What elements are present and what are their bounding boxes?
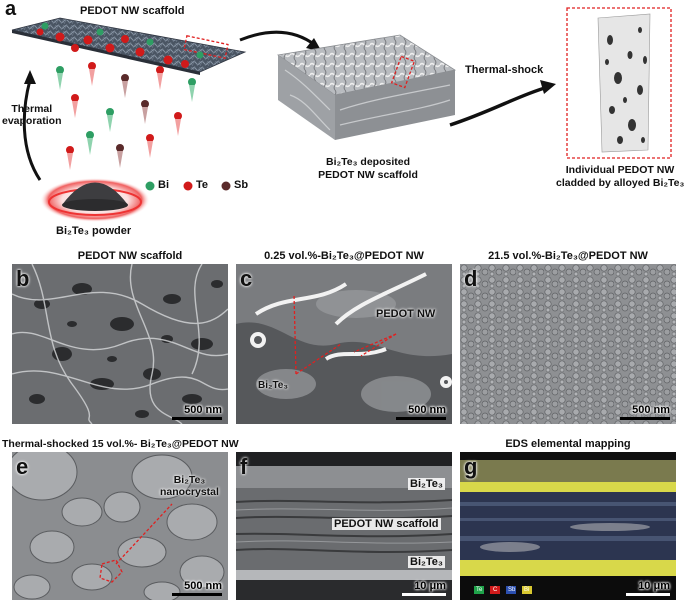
- panel-g-letter: g: [464, 454, 478, 479]
- legend-te: Te: [196, 179, 209, 191]
- panel-e-nc-line1: Bi₂Te₃: [173, 474, 206, 486]
- scaffold-title: PEDOT NW scaffold: [80, 5, 185, 17]
- panel-d-scalebar: 500 nm: [620, 404, 670, 420]
- individual-line1: Individual PEDOT NW: [565, 164, 675, 176]
- panel-b-scale-label: 500 nm: [184, 404, 222, 416]
- panel-e-image: e Bi₂Te₃ nanocrystal 500 nm: [12, 452, 228, 600]
- panel-g-scale-label: 10 μm: [638, 580, 670, 592]
- panel-f-scale-label: 10 μm: [414, 580, 446, 592]
- individual-nw-label: Individual PEDOT NW cladded by alloyed B…: [556, 164, 684, 190]
- panel-c-scale-label: 500 nm: [408, 404, 446, 416]
- legend-bi: Bi: [158, 179, 169, 191]
- panel-g-scalebar: 10 μm: [626, 580, 670, 596]
- panel-c-scalebar: 500 nm: [396, 404, 446, 420]
- legend-sb: Sb: [234, 179, 249, 191]
- deposited-line1: Bi₂Te₃ deposited: [326, 156, 410, 168]
- panel-a-letter: a: [5, 0, 17, 20]
- panel-g-title: EDS elemental mapping: [505, 438, 631, 450]
- panel-c-letter: c: [240, 266, 253, 291]
- panel-d-letter: d: [464, 266, 478, 291]
- panel-d-image: d 500 nm: [460, 264, 676, 424]
- deposited-label: Bi₂Te₃ deposited PEDOT NW scaffold: [308, 156, 428, 182]
- panel-g-texture: [460, 452, 676, 600]
- panel-e-scalebar: 500 nm: [172, 580, 222, 596]
- panel-e-scale-label: 500 nm: [184, 580, 222, 592]
- legend-te-g: Te: [476, 587, 483, 593]
- panel-f-image: f Bi₂Te₃ PEDOT NW scaffold Bi₂Te₃ 10 μm: [236, 452, 452, 600]
- panel-f-letter: f: [240, 454, 248, 479]
- powder-label: Bi₂Te₃ powder: [56, 225, 132, 237]
- panel-a-schematic: [11, 7, 672, 222]
- panel-e-texture: [12, 452, 228, 600]
- panel-b-texture: [12, 264, 228, 424]
- legend-sb-g: Sb: [508, 587, 516, 593]
- panel-d-title: 21.5 vol.%-Bi₂Te₃@PEDOT NW: [488, 250, 648, 262]
- panel-b-title: PEDOT NW scaffold: [77, 250, 183, 262]
- deposited-line2: PEDOT NW scaffold: [318, 169, 418, 181]
- thermal-shock-label: Thermal-shock: [465, 64, 544, 76]
- panel-e-letter: e: [16, 454, 29, 479]
- panel-d-scale-label: 500 nm: [632, 404, 670, 416]
- panel-b-letter: b: [16, 266, 30, 291]
- thermal-label-line1: Thermal: [11, 103, 53, 115]
- panel-e-title: Thermal-shocked 15 vol.%- Bi₂Te₃@PEDOT N…: [2, 438, 239, 450]
- panel-f-top-label: Bi₂Te₃: [408, 478, 445, 490]
- panel-b-scalebar: 500 nm: [172, 404, 222, 420]
- panel-e-nc-label: Bi₂Te₃ nanocrystal: [160, 474, 219, 498]
- panel-d-texture: [460, 264, 676, 424]
- individual-line2: cladded by alloyed Bi₂Te₃: [556, 177, 685, 189]
- panel-c-texture: [236, 264, 452, 424]
- panel-c-nw-label: PEDOT NW: [376, 308, 436, 320]
- panel-f-scalebar: 10 μm: [402, 580, 446, 596]
- legend-bi-g: Bi: [524, 587, 530, 593]
- panel-c-image: c PEDOT NW Bi₂Te₃ 500 nm: [236, 264, 452, 424]
- panel-a: a PEDOT NW scaffold: [0, 0, 685, 240]
- panel-c-bt-label: Bi₂Te₃: [258, 380, 288, 391]
- panel-c-title: 0.25 vol.%-Bi₂Te₃@PEDOT NW: [264, 250, 424, 262]
- legend-c-g: C: [493, 587, 498, 593]
- panel-f-bot-label: Bi₂Te₃: [408, 556, 445, 568]
- panel-f-texture: [236, 452, 452, 600]
- panel-b-image: b 500 nm: [12, 264, 228, 424]
- thermal-label-line2: evaporation: [2, 115, 62, 127]
- thermal-evaporation-label: Thermal evaporation: [2, 103, 62, 127]
- panel-e-nc-line2: nanocrystal: [160, 486, 219, 498]
- panel-g-image: g Te C Sb Bi 10 μm: [460, 452, 676, 600]
- panel-f-mid-label: PEDOT NW scaffold: [332, 518, 441, 530]
